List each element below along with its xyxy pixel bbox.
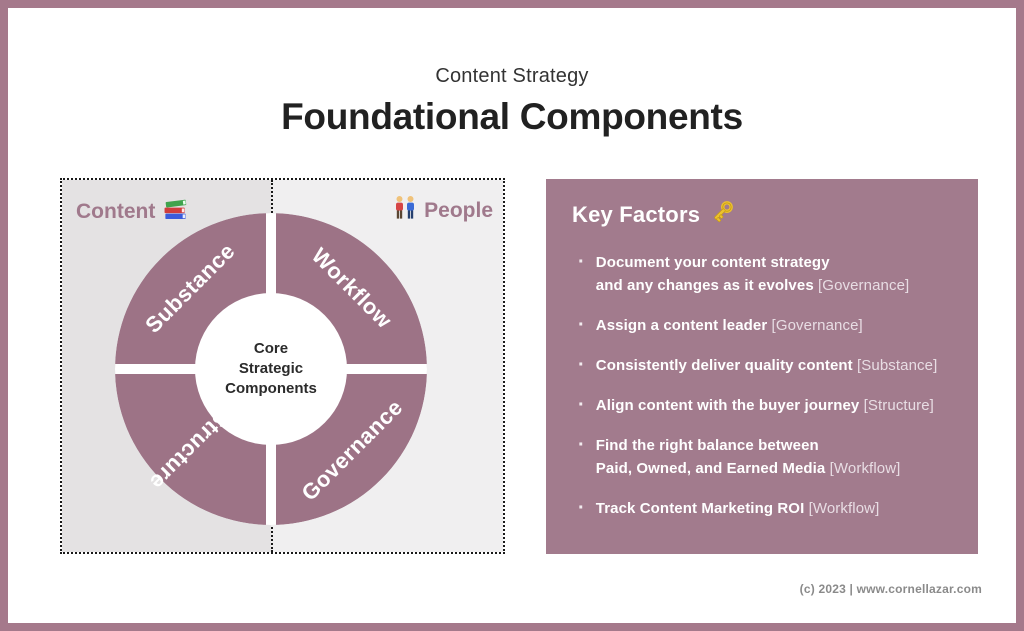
category-tag: [Structure] bbox=[863, 397, 934, 414]
key-icon bbox=[709, 199, 735, 231]
key-factor-text: Track Content Marketing ROI [Workflow] bbox=[595, 500, 880, 517]
center-text-line3: Components bbox=[225, 380, 317, 397]
bullet-dot: · bbox=[578, 314, 585, 336]
core-components-donut: Substance Workflow Structure Governance bbox=[115, 213, 427, 525]
key-factor-text: Consistently deliver quality content [Su… bbox=[595, 357, 938, 374]
people-region-label-text: People bbox=[424, 199, 493, 222]
key-factors-heading-text: Key Factors bbox=[572, 202, 701, 227]
key-factors-panel: Key Factors · Document your content strat… bbox=[546, 179, 978, 554]
people-region-label: People bbox=[393, 195, 493, 227]
content-region-label: Content bbox=[76, 195, 189, 228]
bullet-dot: · bbox=[578, 354, 585, 376]
bullet-dot: · bbox=[578, 394, 585, 416]
quadrant-diagram: Content bbox=[60, 178, 505, 554]
bullet-dot: · bbox=[578, 497, 585, 519]
category-tag: [Workflow] bbox=[829, 460, 901, 477]
key-factor-text: Assign a content leader [Governance] bbox=[595, 317, 863, 334]
key-factor-item: · Assign a content leader [Governance] bbox=[578, 314, 952, 337]
key-factor-item: · Align content with the buyer journey [S… bbox=[578, 394, 952, 417]
page-subtitle: Content Strategy bbox=[435, 65, 589, 87]
center-text-line2: Strategic bbox=[238, 360, 304, 377]
donut-center-circle bbox=[195, 293, 347, 445]
bullet-dot: · bbox=[578, 434, 585, 456]
donut-center-text: Core Strategic Components bbox=[196, 339, 346, 399]
bullet-dot: · bbox=[578, 251, 585, 273]
content-region-label-text: Content bbox=[76, 199, 156, 223]
copyright-credit: (c) 2023 | www.cornellazar.com bbox=[799, 582, 982, 596]
category-tag: [Workflow] bbox=[808, 500, 880, 517]
category-tag: [Substance] bbox=[857, 357, 938, 374]
key-factors-heading: Key Factors bbox=[572, 199, 952, 231]
people-icon bbox=[393, 195, 417, 227]
key-factor-item: · Consistently deliver quality content [S… bbox=[578, 354, 952, 377]
key-factor-text: Align content with the buyer journey [St… bbox=[595, 397, 934, 414]
category-tag: [Governance] bbox=[771, 317, 863, 334]
page-title: Foundational Components bbox=[281, 96, 743, 137]
key-factor-item: · Track Content Marketing ROI [Workflow] bbox=[578, 497, 952, 520]
center-text-line1: Core bbox=[253, 340, 289, 357]
category-tag: [Governance] bbox=[818, 277, 910, 294]
books-icon bbox=[162, 195, 189, 228]
